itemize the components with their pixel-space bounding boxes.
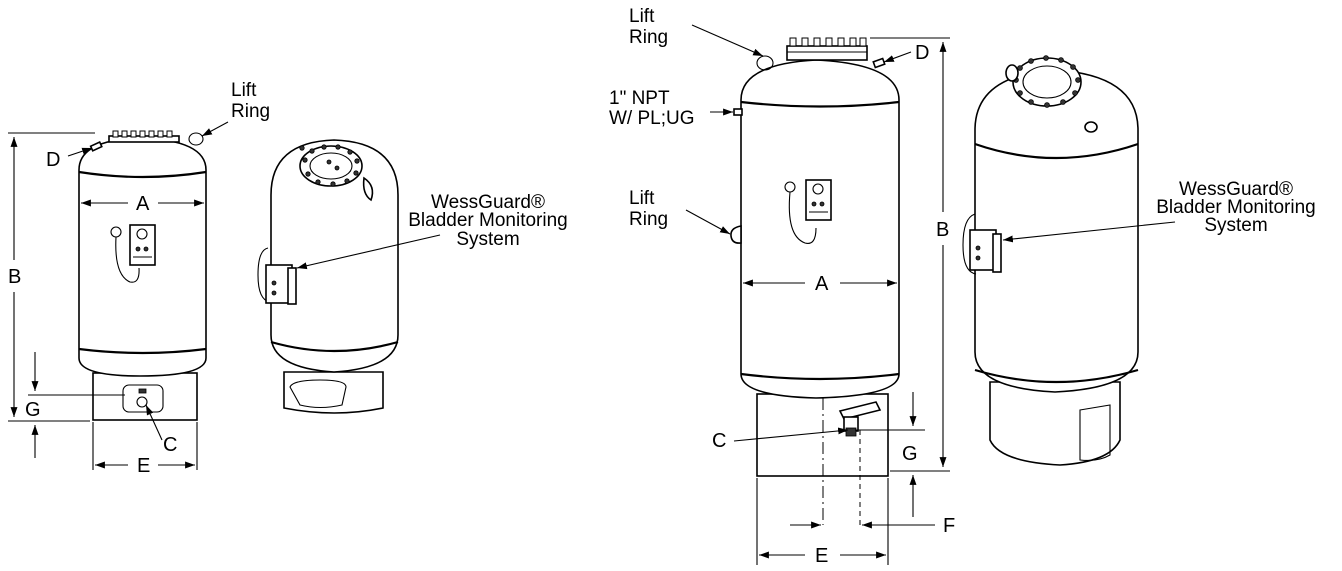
wessguard-right-leader bbox=[1002, 221, 1176, 243]
small-tank-iso-flange bbox=[299, 144, 363, 187]
large-tank-iso-skirt bbox=[989, 381, 1121, 466]
large-tank-iso-monitoring-unit bbox=[962, 213, 1002, 275]
lift-ring-top-label-line1: Lift bbox=[629, 6, 655, 27]
small-tank-isometric bbox=[257, 139, 399, 414]
large-tank-isometric bbox=[962, 55, 1139, 466]
small-tank-iso-lift-ring bbox=[362, 176, 374, 202]
large-tank-npt-nozzle bbox=[733, 108, 743, 116]
small-tank-dimensions bbox=[8, 121, 229, 470]
wessguard-left-label-line2: Bladder Monitoring bbox=[408, 210, 567, 231]
small-tank-skirt-opening bbox=[122, 384, 164, 413]
large-tank-top-seam bbox=[740, 100, 900, 108]
lift-ring-left-label-line2: Ring bbox=[231, 101, 270, 122]
large-tank-iso-opening bbox=[1079, 404, 1111, 461]
wessguard-left-label-line3: System bbox=[456, 229, 519, 250]
npt-label-line2: W/ PL;UG bbox=[609, 108, 695, 129]
lift-ring-left-label-line1: Lift bbox=[231, 80, 257, 101]
large-tank-monitoring-unit bbox=[784, 179, 832, 244]
large-tank-nozzle-d bbox=[872, 57, 886, 69]
wessguard-right-label-line2: Bladder Monitoring bbox=[1156, 197, 1315, 218]
dim-d-left: D bbox=[46, 149, 60, 171]
dim-c-left: C bbox=[163, 434, 177, 456]
dim-b-left: B bbox=[8, 266, 21, 288]
dim-g-right: G bbox=[902, 443, 918, 465]
wessguard-right-label-line1: WessGuard® bbox=[1179, 179, 1293, 200]
large-tank-lift-ring-side bbox=[730, 225, 742, 244]
large-tank-iso-nozzle bbox=[1084, 121, 1098, 133]
small-tank-elevation bbox=[78, 130, 207, 421]
large-tank-bottom-seam bbox=[740, 372, 900, 381]
wessguard-left-leader bbox=[296, 234, 441, 270]
dim-g-left: G bbox=[25, 399, 41, 421]
dim-b-right: B bbox=[936, 219, 949, 241]
wessguard-right-label-line3: System bbox=[1204, 215, 1267, 236]
large-tank-iso-shell bbox=[974, 69, 1139, 393]
dim-c-right: C bbox=[712, 430, 726, 452]
small-tank-top-flange bbox=[108, 130, 180, 143]
small-tank-iso-opening bbox=[289, 379, 347, 409]
wessguard-left-label-line1: WessGuard® bbox=[431, 192, 545, 213]
dim-d-right: D bbox=[915, 42, 929, 64]
small-tank-monitoring-unit bbox=[110, 224, 156, 283]
npt-label-line1: 1" NPT bbox=[609, 88, 670, 109]
large-tank-top-flange bbox=[786, 37, 868, 61]
small-tank-iso-bottom-seam bbox=[270, 340, 399, 353]
dim-a-right: A bbox=[815, 273, 829, 295]
small-tank-top-seam bbox=[78, 170, 207, 179]
dim-e-right: E bbox=[815, 545, 828, 567]
large-tank-iso-lift-ring bbox=[1005, 64, 1019, 82]
small-tank-base-skirt bbox=[92, 372, 198, 421]
large-tank-bottom-outlet bbox=[838, 401, 882, 437]
dim-a-left: A bbox=[136, 193, 150, 215]
dim-f-right: F bbox=[943, 515, 955, 537]
large-tank-elevation bbox=[730, 37, 900, 525]
small-tank-iso-monitoring-unit bbox=[257, 247, 297, 305]
large-tank-shell bbox=[740, 59, 900, 399]
lift-ring-side-label-line2: Ring bbox=[629, 209, 668, 230]
dim-e-left: E bbox=[137, 455, 150, 477]
small-tank-bottom-seam bbox=[78, 347, 207, 355]
large-tank-iso-bottom-seam bbox=[974, 368, 1139, 384]
lift-ring-top-label-line2: Ring bbox=[629, 27, 668, 48]
lift-ring-side-label-line1: Lift bbox=[629, 188, 655, 209]
large-tank-iso-top-seam bbox=[974, 142, 1139, 160]
small-tank-lift-ring bbox=[188, 132, 204, 146]
large-tank-lift-ring-top bbox=[756, 55, 774, 71]
large-tank-iso-flange bbox=[1012, 55, 1082, 108]
small-tank-iso-skirt bbox=[283, 371, 384, 414]
large-tank-dimensions bbox=[685, 24, 950, 565]
